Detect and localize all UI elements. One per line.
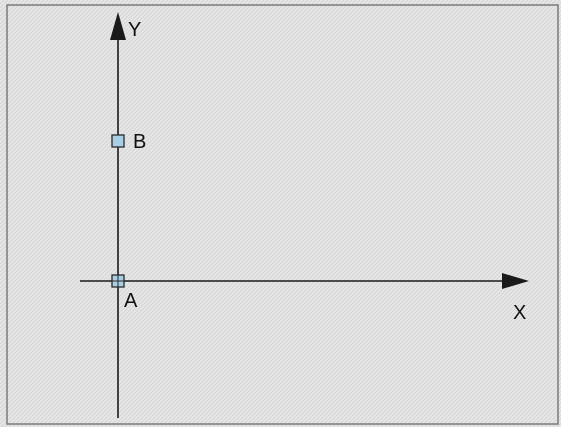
- y-axis-arrowhead: [110, 12, 126, 40]
- x-axis-label: X: [513, 302, 526, 324]
- point-b-marker[interactable]: [111, 134, 125, 148]
- point-a-label: A: [124, 290, 138, 312]
- y-axis-label: Y: [128, 19, 141, 41]
- diagram-frame: [6, 4, 559, 425]
- point-b-label: B: [133, 131, 146, 153]
- x-axis-arrowhead: [502, 273, 529, 289]
